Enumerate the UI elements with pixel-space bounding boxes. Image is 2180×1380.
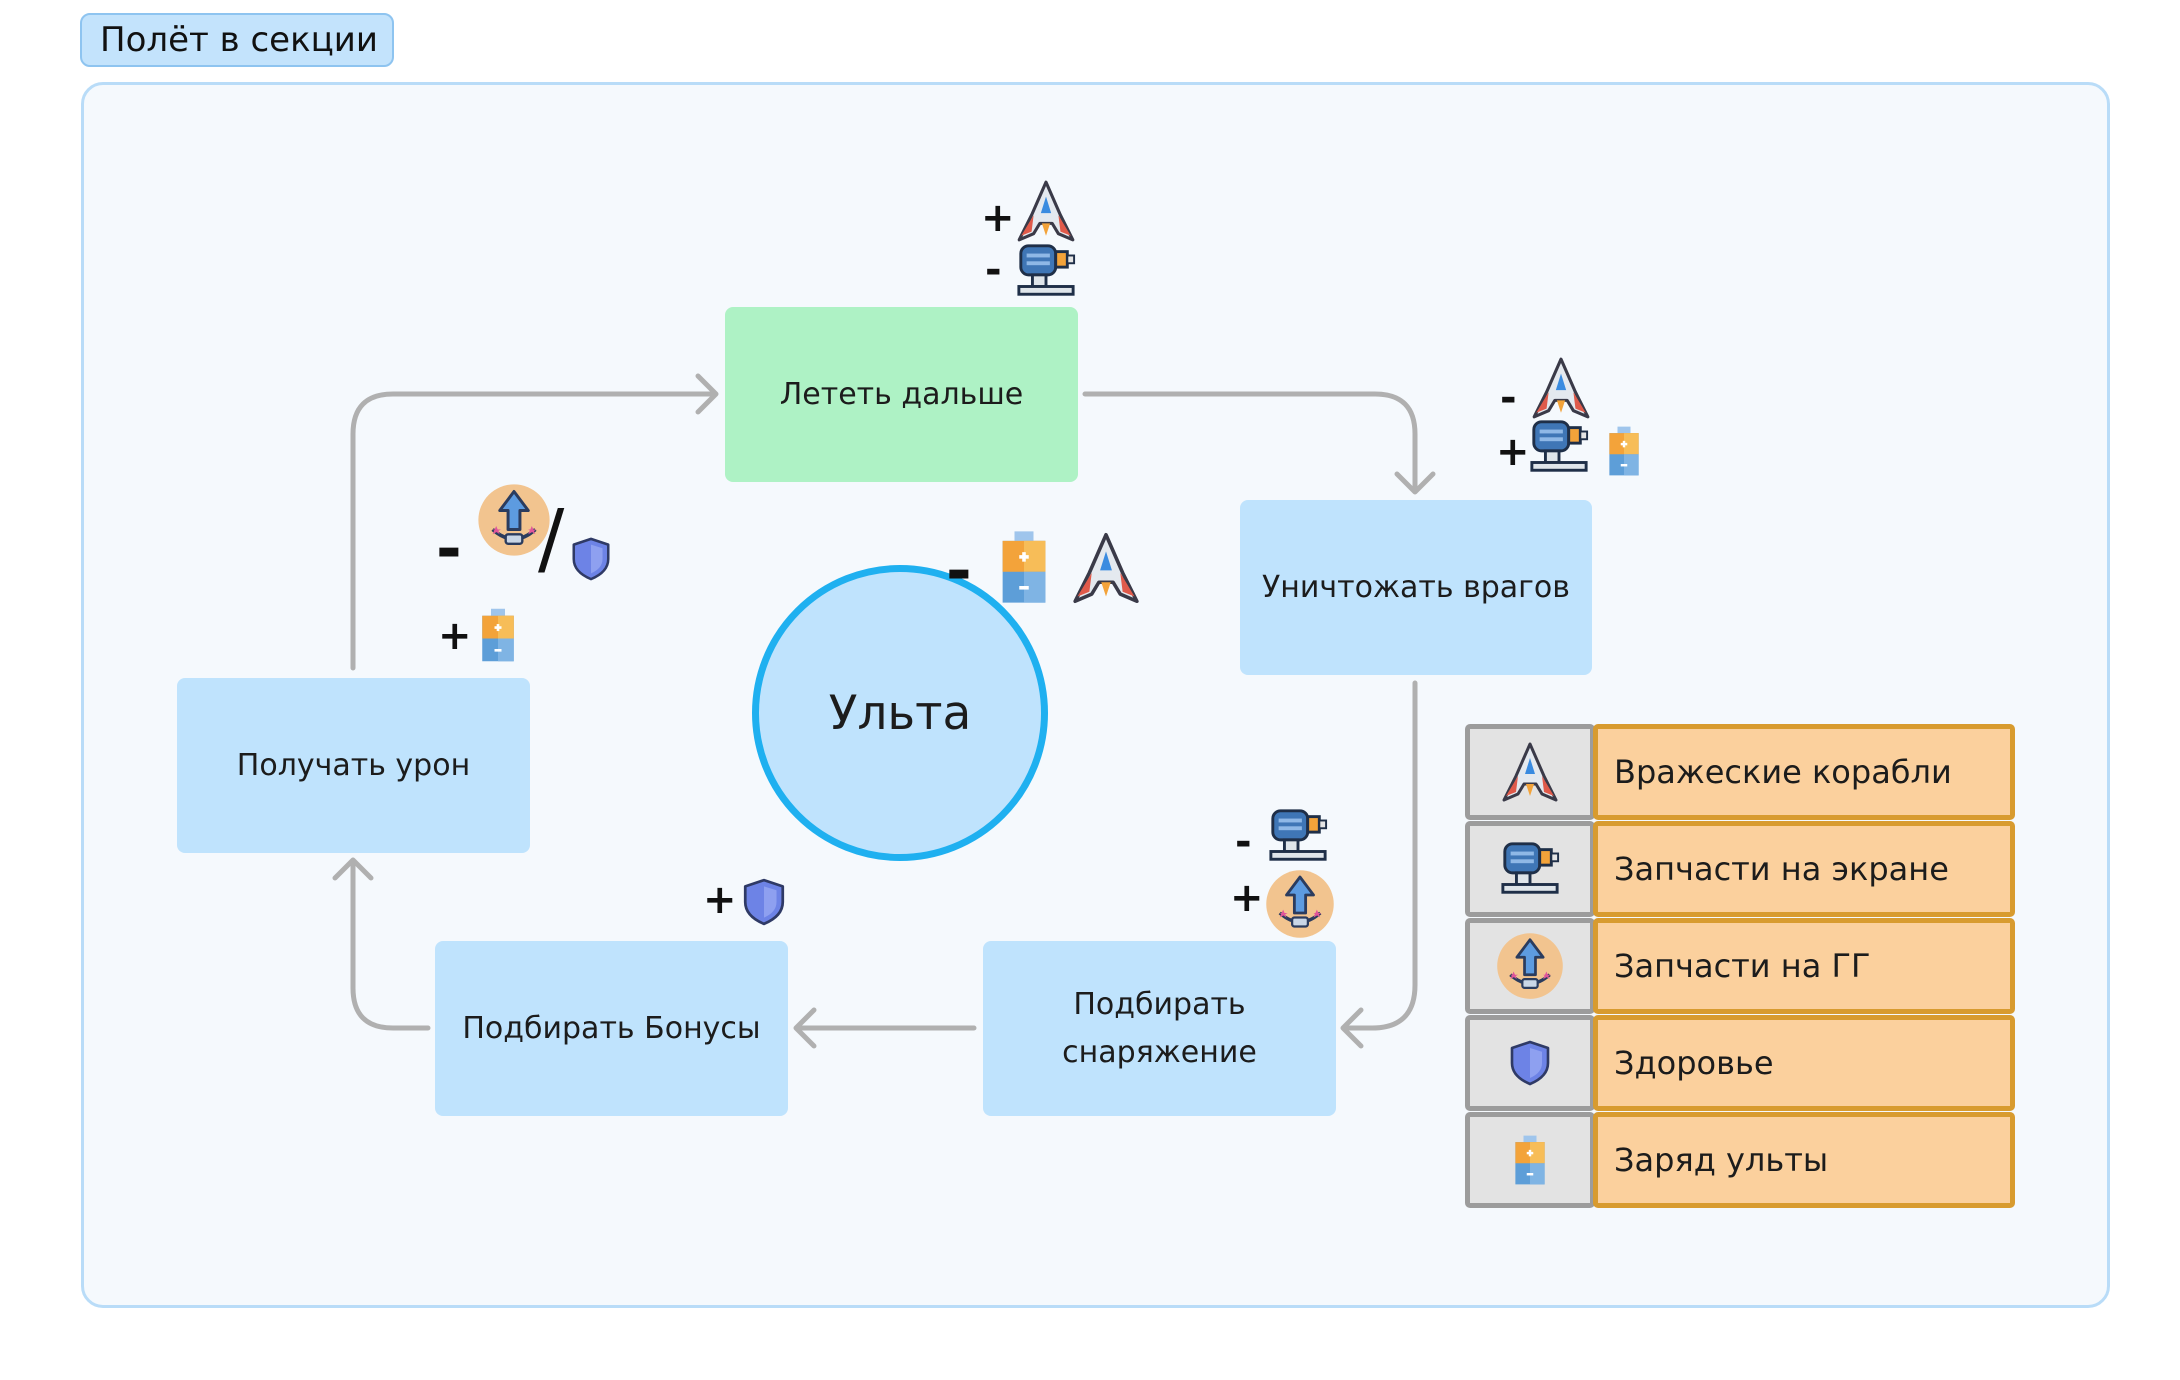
node-pickup-bonuses: Подбирать Бонусы bbox=[435, 941, 788, 1116]
node-ult: Ульта bbox=[752, 565, 1048, 861]
legend-row-health: Здоровье bbox=[1465, 1015, 2015, 1111]
legend-icon-cell bbox=[1465, 821, 1595, 917]
or-separator: / bbox=[538, 494, 565, 584]
plus-sign: + bbox=[1230, 875, 1264, 921]
node-destroy-enemies: Уничтожать врагов bbox=[1240, 500, 1592, 675]
ult-charge-icon bbox=[1598, 416, 1650, 486]
health-shield-icon bbox=[568, 534, 614, 584]
screen-parts-icon bbox=[1497, 838, 1563, 900]
arrowhead-damage bbox=[332, 857, 374, 881]
legend-label: Запчасти на экране bbox=[1593, 821, 2015, 917]
minus-sign: - bbox=[1235, 819, 1252, 865]
legend-icon-cell bbox=[1465, 724, 1595, 820]
minus-sign: - bbox=[436, 512, 462, 585]
legend-row-enemy-ships: Вражеские корабли bbox=[1465, 724, 2015, 820]
node-fly-further: Лететь дальше bbox=[725, 307, 1078, 482]
node-take-damage: Получать урон bbox=[177, 678, 530, 853]
plus-sign: + bbox=[1496, 429, 1530, 475]
ult-charge-icon bbox=[1504, 1125, 1556, 1195]
screen-parts-icon bbox=[1265, 805, 1331, 867]
arrowhead-bonus bbox=[793, 1007, 817, 1049]
legend-icon-cell bbox=[1465, 1112, 1595, 1208]
plus-sign: + bbox=[438, 613, 472, 659]
health-shield-icon bbox=[1506, 1037, 1554, 1089]
legend-label: Заряд ульты bbox=[1593, 1112, 2015, 1208]
enemy-ship-icon bbox=[1068, 526, 1144, 610]
plus-sign: + bbox=[703, 877, 737, 923]
legend-label: Здоровье bbox=[1593, 1015, 2015, 1111]
arrow-fly-to-destroy bbox=[1082, 391, 1418, 493]
arrowhead-fly bbox=[695, 373, 719, 415]
screen-parts-icon bbox=[1526, 416, 1592, 478]
screen-parts-icon bbox=[1013, 240, 1079, 302]
ult-charge-icon bbox=[986, 516, 1062, 618]
minus-sign: - bbox=[1500, 375, 1517, 421]
legend-icon-cell bbox=[1465, 918, 1595, 1014]
hero-parts-icon bbox=[1495, 931, 1565, 1001]
legend-icon-cell bbox=[1465, 1015, 1595, 1111]
plus-sign: + bbox=[981, 195, 1015, 241]
legend-label: Запчасти на ГГ bbox=[1593, 918, 2015, 1014]
enemy-ship-icon bbox=[1498, 740, 1562, 804]
minus-sign: - bbox=[985, 247, 1002, 293]
legend-label: Вражеские корабли bbox=[1593, 724, 2015, 820]
enemy-ship-icon bbox=[1013, 178, 1079, 244]
node-pickup-gear: Подбирать снаряжение bbox=[983, 941, 1336, 1116]
legend-row-hero-parts: Запчасти на ГГ bbox=[1465, 918, 2015, 1014]
hero-parts-icon bbox=[1264, 868, 1336, 940]
health-shield-icon bbox=[739, 875, 789, 929]
minus-sign: - bbox=[946, 534, 972, 607]
ult-charge-icon bbox=[470, 600, 526, 670]
enemy-ship-icon bbox=[1528, 355, 1594, 421]
legend-row-screen-parts: Запчасти на экране bbox=[1465, 821, 2015, 917]
arrow-damage-to-fly bbox=[350, 391, 717, 671]
arrow-bonus-to-damage bbox=[350, 859, 431, 1031]
arrowhead-destroy bbox=[1394, 471, 1436, 495]
section-title: Полёт в секции bbox=[80, 13, 394, 67]
legend-row-ult-charge: Заряд ульты bbox=[1465, 1112, 2015, 1208]
arrowhead-gear bbox=[1340, 1007, 1364, 1049]
arrow-destroy-to-gear bbox=[1342, 680, 1418, 1031]
